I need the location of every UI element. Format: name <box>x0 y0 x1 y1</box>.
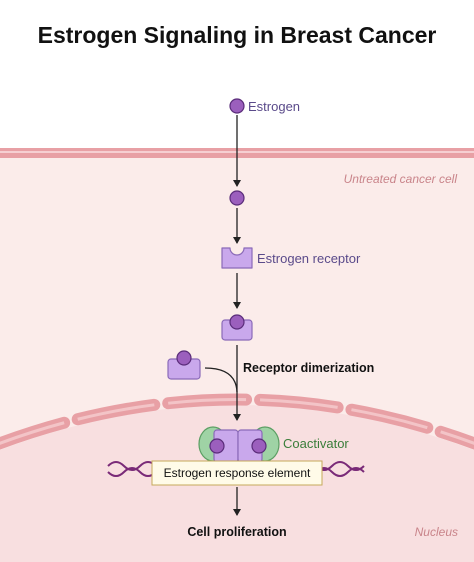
estrogen-ligand-inside-icon <box>229 190 245 206</box>
receptor-dimer-icon <box>209 429 267 463</box>
bound-receptor-icon <box>221 314 253 341</box>
ere-label: Estrogen response element <box>164 466 311 480</box>
estrogen-receptor-icon <box>221 247 253 269</box>
nucleus-label: Nucleus <box>415 525 458 539</box>
second-receptor-icon <box>167 350 201 380</box>
diagram-title: Estrogen Signaling in Breast Cancer <box>37 22 437 48</box>
estrogen-label: Estrogen <box>248 99 300 114</box>
cell-label: Untreated cancer cell <box>344 172 458 186</box>
estrogen-receptor-label: Estrogen receptor <box>257 251 361 266</box>
estrogen-ligand-icon <box>229 98 245 114</box>
proliferation-label: Cell proliferation <box>187 525 286 539</box>
ere-box <box>151 460 323 486</box>
dimerization-label: Receptor dimerization <box>243 361 374 375</box>
coactivator-label: Coactivator <box>283 436 349 451</box>
arrow-join <box>204 367 238 393</box>
